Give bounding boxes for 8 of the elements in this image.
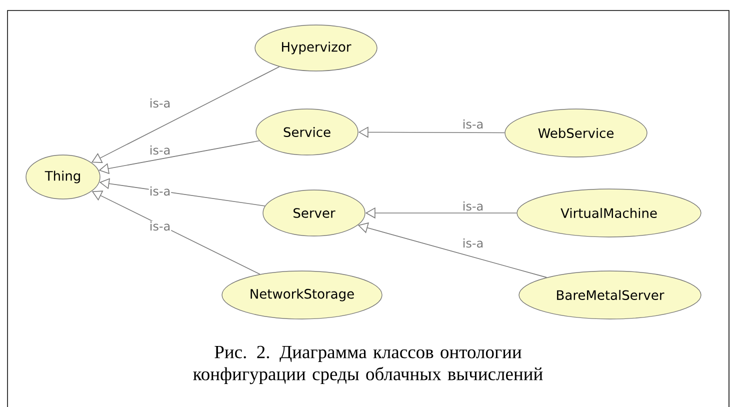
edge-label: is-a — [462, 118, 484, 130]
edge-label: is-a — [148, 144, 172, 156]
edge-label: is-a — [462, 238, 484, 248]
edge-label: is-a — [462, 200, 484, 212]
caption: Рис. 2. Диаграмма классов онтологии конфигурации среды облачных вычислений — [193, 346, 543, 384]
edge-label: is-a — [148, 220, 172, 232]
edge-label: is-a — [148, 98, 172, 108]
edge-label: is-a — [148, 186, 172, 196]
